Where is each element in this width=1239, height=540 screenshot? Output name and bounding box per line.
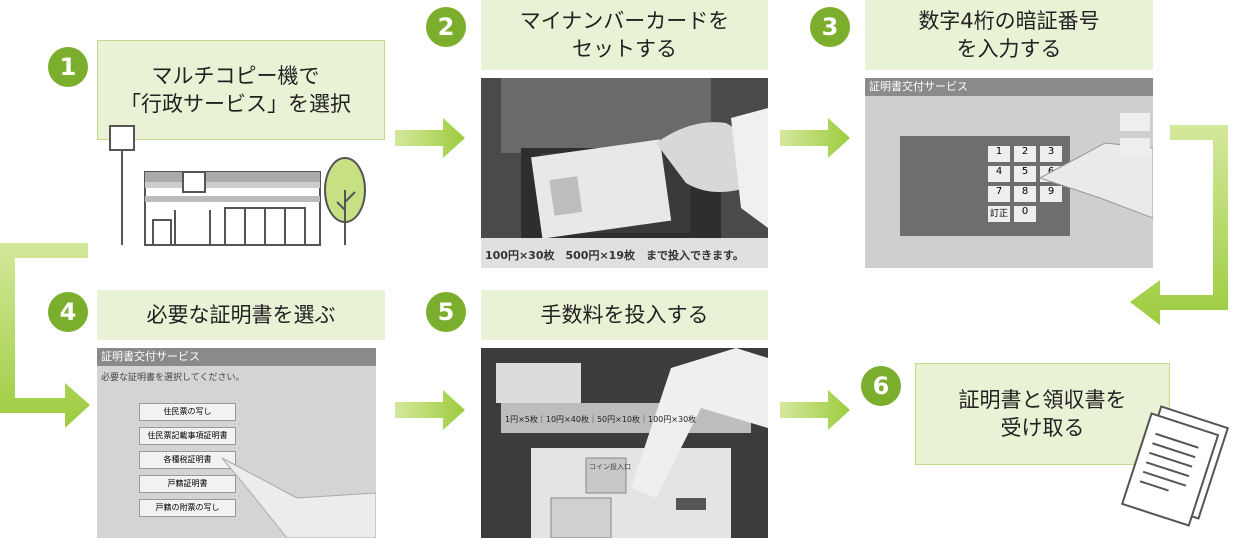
key[interactable]: 5: [1014, 166, 1036, 182]
key[interactable]: 訂正: [988, 206, 1010, 222]
step-6-badge: 6: [861, 366, 901, 406]
step-3-label: 数字4桁の暗証番号 を入力する: [865, 0, 1153, 70]
arrow-right-4: [395, 390, 465, 430]
certificate-option[interactable]: 住民票の写し: [139, 403, 236, 421]
arrow-right-5: [780, 390, 850, 430]
step-5-label: 手数料を投入する: [481, 290, 768, 340]
key[interactable]: 7: [988, 186, 1010, 202]
pin-keypad: 1 2 3 4 5 6 7 8 9 訂正 0: [900, 136, 1070, 236]
step-5-text: 手数料を投入する: [540, 303, 709, 327]
arrow-elbow-3-to-6: [1130, 125, 1228, 325]
certificate-option[interactable]: 住民票記載事項証明書: [139, 427, 236, 445]
step-2-badge: 2: [426, 7, 466, 47]
step-4-text: 必要な証明書を選ぶ: [146, 303, 336, 327]
photo-certificate-select: 証明書交付サービス 必要な証明書を選択してください。 住民票の写し 住民票記載事…: [97, 348, 376, 538]
arrow-elbow-to-4: [0, 243, 90, 428]
step-1-badge: 1: [48, 47, 88, 87]
key[interactable]: 0: [1014, 206, 1036, 222]
photo-coin-insert: 1円×5枚｜10円×40枚｜50円×10枚｜100円×30枚 コイン投入口: [481, 348, 768, 538]
key[interactable]: 2: [1014, 146, 1036, 162]
step-4-badge: 4: [48, 292, 88, 332]
certificate-option[interactable]: 各種税証明書: [139, 451, 236, 469]
key[interactable]: 4: [988, 166, 1010, 182]
key[interactable]: 1: [988, 146, 1010, 162]
arrow-right-2: [780, 118, 850, 158]
photo-card-reader: 100円×30枚 500円×19枚 まで投入できます。: [481, 78, 768, 268]
step-3-text: 数字4桁の暗証番号 を入力する: [918, 9, 1100, 61]
screen-title-3: 証明書交付サービス: [865, 78, 1153, 96]
photo-pin-entry: 証明書交付サービス 1 2 3 4 5 6 7 8 9 訂正 0: [865, 78, 1153, 268]
coin-slot-label: コイン投入口: [589, 463, 631, 471]
convenience-store-illustration: [109, 125, 366, 246]
coin-limit-text: 100円×30枚 500円×19枚 まで投入できます。: [485, 249, 744, 262]
arrow-right-1: [395, 118, 465, 158]
price-strip-text: 1円×5枚｜10円×40枚｜50円×10枚｜100円×30枚: [505, 415, 697, 424]
step-2-text: マイナンバーカードを セットする: [519, 9, 730, 61]
step-1-label: マルチコピー機で 「行政サービス」を選択: [97, 40, 385, 140]
screen-title-4: 証明書交付サービス: [97, 348, 376, 366]
key[interactable]: 9: [1040, 186, 1062, 202]
step-3-badge: 3: [810, 7, 850, 47]
certificate-option[interactable]: 戸籍証明書: [139, 475, 236, 493]
documents-icon: [1120, 405, 1230, 527]
step-6-text: 証明書と領収書を 受け取る: [958, 388, 1127, 440]
key[interactable]: 8: [1014, 186, 1036, 202]
certificate-option[interactable]: 戸籍の附票の写し: [139, 499, 236, 517]
instruction-text: 必要な証明書を選択してください。: [101, 373, 245, 383]
step-6-label: 証明書と領収書を 受け取る: [915, 363, 1170, 465]
step-5-badge: 5: [426, 292, 466, 332]
key[interactable]: 3: [1040, 146, 1062, 162]
step-2-label: マイナンバーカードを セットする: [481, 0, 768, 70]
step-4-label: 必要な証明書を選ぶ: [97, 290, 385, 340]
step-1-text: マルチコピー機で 「行政サービス」を選択: [120, 64, 351, 116]
